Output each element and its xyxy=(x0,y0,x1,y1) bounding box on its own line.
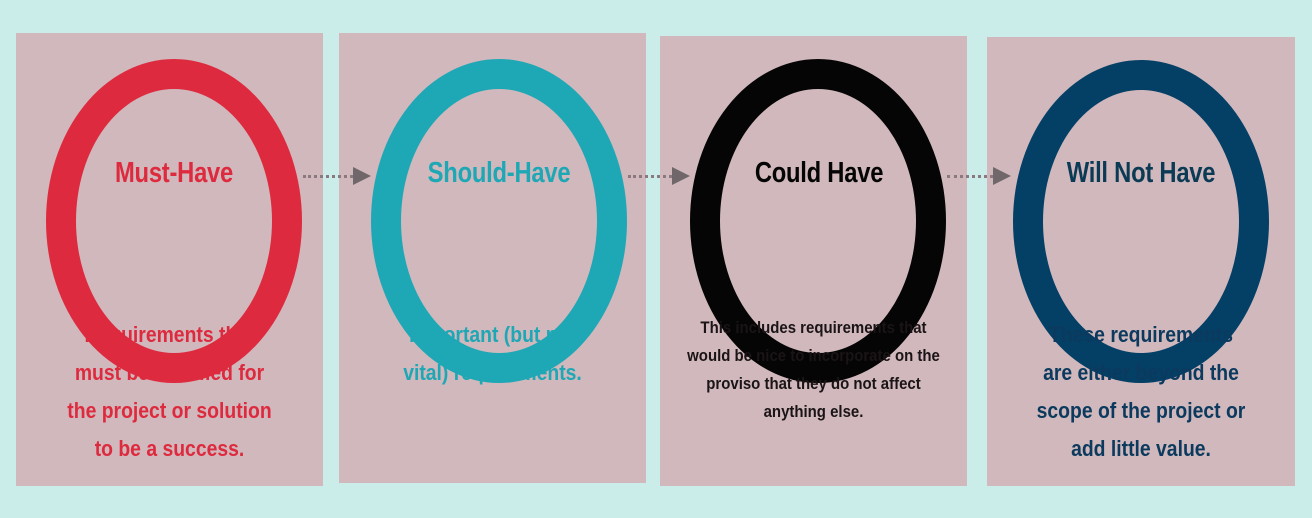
description-line: the project or solution xyxy=(67,398,272,423)
could-have-title: Could Have xyxy=(754,157,884,189)
should-have-description: Important (but not vital) requirements. xyxy=(357,316,627,392)
description-line: are either beyond the xyxy=(1043,360,1239,385)
will-not-have-title: Will Not Have xyxy=(1066,157,1216,189)
could-have-description: This includes requirements that would be… xyxy=(678,314,948,426)
should-have-title: Should-Have xyxy=(427,157,571,189)
description-line: scope of the project or xyxy=(1036,398,1246,423)
description-line: must be satisfied for xyxy=(74,360,265,385)
description-line: would be nice to incorporate on the xyxy=(687,346,940,365)
description-line: vital) requirements. xyxy=(403,360,582,385)
description-line: add little value. xyxy=(1071,436,1211,461)
arrow-1-icon xyxy=(303,167,371,185)
description-line: Important (but not xyxy=(409,322,576,347)
description-line: anything else. xyxy=(763,402,864,421)
must-have-title: Must-Have xyxy=(114,157,234,189)
description-line: to be a success. xyxy=(94,436,245,461)
arrow-2-icon xyxy=(628,167,690,185)
must-have-description: Requirements that must be satisfied for … xyxy=(34,316,304,468)
description-line: This includes requirements that xyxy=(700,318,927,337)
description-line: proviso that they do not affect xyxy=(706,374,921,393)
will-not-have-description: These requirements are either beyond the… xyxy=(1005,316,1276,468)
description-line: Requirements that xyxy=(84,322,255,347)
description-line: These requirements xyxy=(1048,322,1233,347)
arrow-3-icon xyxy=(947,167,1013,185)
